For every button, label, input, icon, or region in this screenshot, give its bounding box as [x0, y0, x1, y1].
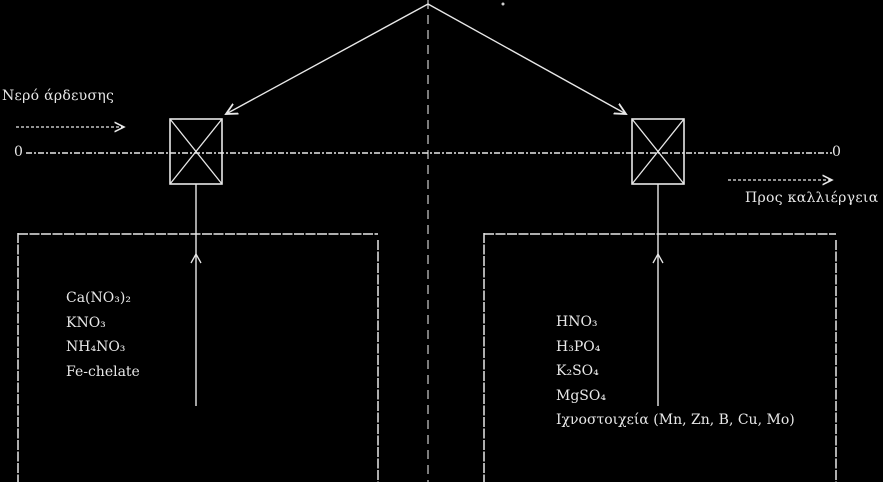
list-item: NH₄NO₃: [66, 339, 126, 355]
list-item: HNO₃: [556, 314, 598, 330]
tank-a-contents: Ca(NO₃)₂ KNO₃ NH₄NO₃ Fe-chelate: [66, 286, 140, 384]
signal-line-right: [427, 3, 626, 114]
list-item: H₃PO₄: [556, 338, 601, 355]
top-dot: [501, 2, 505, 6]
tank-b-contents: HNO₃ H₃PO₄ K₂SO₄ MgSO₄ Ιχνοστοιχεία (Mn,…: [556, 310, 795, 433]
suction-line-b: [652, 184, 664, 406]
outlet-mark: 0: [832, 144, 842, 160]
list-item: Ιχνοστοιχεία (Mn, Zn, B, Cu, Mo): [556, 412, 795, 428]
injector-valve-b: [631, 118, 685, 185]
outlet-label: Προς καλλιέργεια: [745, 190, 879, 206]
inlet-label: Νερό άρδευσης: [2, 88, 115, 104]
list-item: K₂SO₄: [556, 363, 599, 379]
suction-line-a: [190, 184, 202, 406]
tank-b: [483, 233, 837, 482]
list-item: KNO₃: [66, 314, 106, 331]
signal-line-left: [226, 3, 429, 114]
list-item: MgSO₄: [556, 387, 606, 404]
injector-valve-a: [169, 118, 223, 185]
list-item: Fe-chelate: [66, 363, 140, 380]
list-item: Ca(NO₃)₂: [66, 290, 131, 306]
tank-a: [17, 233, 379, 482]
inlet-mark: 0: [14, 144, 24, 160]
